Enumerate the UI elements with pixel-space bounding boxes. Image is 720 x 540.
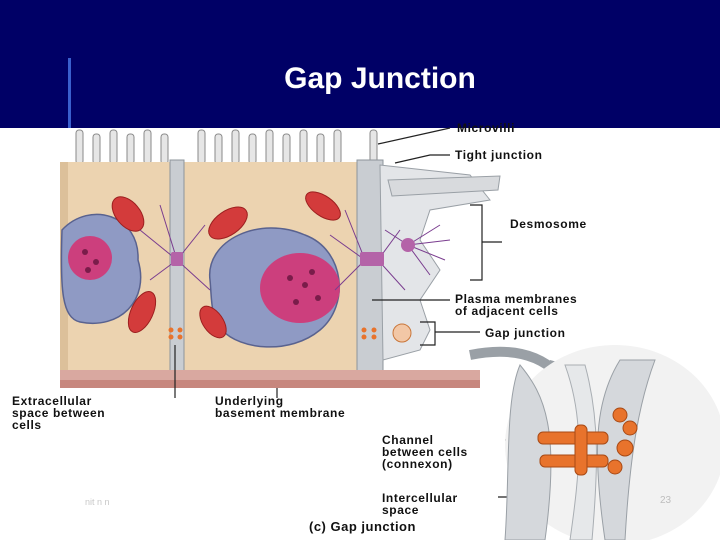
zoom-arrow	[469, 346, 560, 376]
footer-text: nit n n	[85, 497, 110, 507]
label-intercellular-space: Intercellular space	[382, 491, 458, 517]
label-gap-junction: Gap junction	[485, 326, 566, 340]
connexon-channels	[537, 407, 638, 476]
slide-title: Gap Junction	[284, 62, 476, 95]
magnified-inset	[504, 345, 720, 540]
slide-header	[0, 0, 720, 128]
figure-caption: (c) Gap junction	[309, 519, 416, 534]
nucleus-middle	[209, 227, 341, 348]
slide-number: 23	[660, 495, 672, 506]
desmosome-filaments	[139, 204, 451, 291]
label-desmosome: Desmosome	[510, 217, 587, 231]
membrane-cutaway	[379, 164, 491, 361]
tight-junction-strip	[387, 175, 501, 197]
header-accent-bar	[68, 58, 71, 128]
gap-junction-dots	[168, 323, 412, 343]
label-plasma-membranes: Plasma membranes of adjacent cells	[455, 292, 578, 318]
microvilli	[75, 129, 378, 165]
basement-membrane	[60, 370, 480, 388]
label-microvilli: Microvilli	[457, 121, 516, 135]
label-extracellular-space: Extracellular space between cells	[12, 394, 106, 432]
nucleus-left	[60, 213, 142, 324]
label-basement-membrane: Underlying basement membrane	[215, 394, 346, 420]
label-connexon-channel: Channel between cells (connexon)	[382, 433, 468, 471]
label-tight-junction: Tight junction	[455, 148, 543, 162]
red-organelles	[111, 191, 341, 339]
desmosome-plaques	[171, 238, 415, 266]
